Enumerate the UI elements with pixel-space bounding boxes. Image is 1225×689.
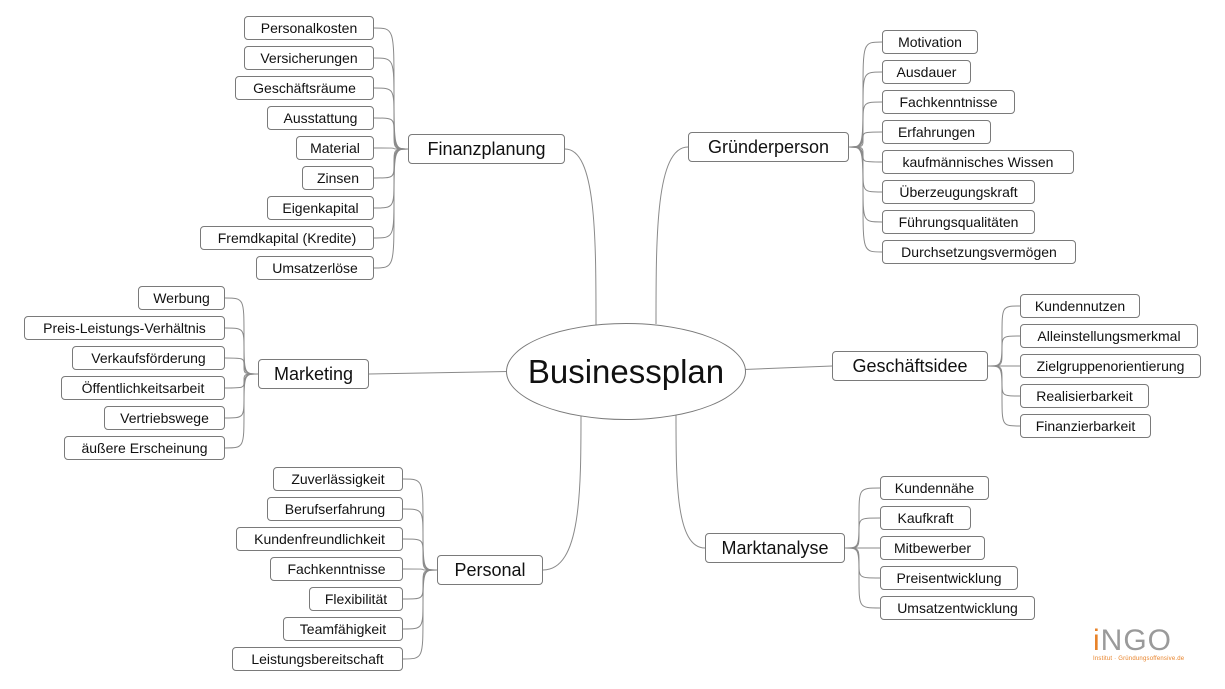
leaf-werbung[interactable]: Werbung <box>138 286 225 310</box>
leaf-flexibilitaet[interactable]: Flexibilität <box>309 587 403 611</box>
link-finanzplanung-leaf-1 <box>373 57 409 150</box>
logo-subtitle: Institut · Gründungsoffensive.de <box>1093 656 1185 662</box>
leaf-zinsen[interactable]: Zinsen <box>302 166 374 190</box>
link-gruenderperson-leaf-0 <box>848 41 883 148</box>
leaf-teamfaehigkeit[interactable]: Teamfähigkeit <box>283 617 403 641</box>
leaf-umsatzentwicklung[interactable]: Umsatzentwicklung <box>880 596 1035 620</box>
ingo-logo: iNGO Institut · Gründungsoffensive.de <box>1093 626 1203 666</box>
link-marketing-leaf-3 <box>224 373 259 389</box>
leaf-kundennaehe[interactable]: Kundennähe <box>880 476 989 500</box>
leaf-zuverlaessigkeit[interactable]: Zuverlässigkeit <box>273 467 403 491</box>
link-personal-leaf-3 <box>402 568 438 571</box>
link-finanzplanung-leaf-8 <box>373 148 409 269</box>
leaf-kaufkraft[interactable]: Kaufkraft <box>880 506 971 530</box>
link-gruenderperson-leaf-1 <box>848 71 883 148</box>
leaf-alleinstellungsmerkmal[interactable]: Alleinstellungsmerkmal <box>1020 324 1198 348</box>
link-marktanalyse-leaf-1 <box>844 517 881 549</box>
leaf-motivation[interactable]: Motivation <box>882 30 978 54</box>
link-finanzplanung-leaf-6 <box>373 148 409 209</box>
leaf-mitbewerber[interactable]: Mitbewerber <box>880 536 985 560</box>
leaf-oeffentlichkeitsarbeit[interactable]: Öffentlichkeitsarbeit <box>61 376 225 400</box>
link-center-marketing <box>368 371 509 375</box>
leaf-kundennutzen[interactable]: Kundennutzen <box>1020 294 1140 318</box>
leaf-personalkosten[interactable]: Personalkosten <box>244 16 374 40</box>
link-geschaeftsidee-leaf-3 <box>987 365 1021 397</box>
link-marktanalyse-leaf-4 <box>844 547 881 609</box>
leaf-durchsetzungsvermoegen[interactable]: Durchsetzungsvermögen <box>882 240 1076 264</box>
link-center-marktanalyse <box>675 413 706 549</box>
leaf-vertriebswege[interactable]: Vertriebswege <box>104 406 225 430</box>
link-geschaeftsidee-leaf-1 <box>987 335 1021 367</box>
link-gruenderperson-leaf-2 <box>848 101 883 148</box>
leaf-finanzierbarkeit[interactable]: Finanzierbarkeit <box>1020 414 1151 438</box>
branch-geschaeftsidee[interactable]: Geschäftsidee <box>832 351 988 381</box>
leaf-preis-leistungs-verhaeltnis[interactable]: Preis-Leistungs-Verhältnis <box>24 316 225 340</box>
leaf-zielgruppenorientierung[interactable]: Zielgruppenorientierung <box>1020 354 1201 378</box>
leaf-fachkenntnisse-gruender[interactable]: Fachkenntnisse <box>882 90 1015 114</box>
link-marketing-leaf-5 <box>224 373 259 449</box>
leaf-ueberzeugungskraft[interactable]: Überzeugungskraft <box>882 180 1035 204</box>
leaf-eigenkapital[interactable]: Eigenkapital <box>267 196 374 220</box>
link-center-geschaeftsidee <box>743 365 833 370</box>
leaf-kaufmaennisches-wissen[interactable]: kaufmännisches Wissen <box>882 150 1074 174</box>
branch-personal[interactable]: Personal <box>437 555 543 585</box>
link-geschaeftsidee-leaf-4 <box>987 365 1021 427</box>
link-center-gruenderperson <box>655 146 689 325</box>
link-gruenderperson-leaf-6 <box>848 146 883 223</box>
link-gruenderperson-leaf-5 <box>848 146 883 193</box>
leaf-fuehrungsqualitaeten[interactable]: Führungsqualitäten <box>882 210 1035 234</box>
leaf-ausdauer[interactable]: Ausdauer <box>882 60 971 84</box>
leaf-geschaeftsraeume[interactable]: Geschäftsräume <box>235 76 374 100</box>
center-node[interactable]: Businessplan <box>506 323 746 420</box>
link-center-personal <box>542 411 582 571</box>
link-gruenderperson-leaf-3 <box>848 131 883 148</box>
leaf-preisentwicklung[interactable]: Preisentwicklung <box>880 566 1018 590</box>
branch-marketing[interactable]: Marketing <box>258 359 369 389</box>
link-personal-leaf-0 <box>402 478 438 571</box>
branch-gruenderperson[interactable]: Gründerperson <box>688 132 849 162</box>
leaf-kundenfreundlichkeit[interactable]: Kundenfreundlichkeit <box>236 527 403 551</box>
link-marketing-leaf-0 <box>224 297 259 375</box>
link-gruenderperson-leaf-4 <box>848 146 883 163</box>
leaf-aeussere-erscheinung[interactable]: äußere Erscheinung <box>64 436 225 460</box>
leaf-versicherungen[interactable]: Versicherungen <box>244 46 374 70</box>
leaf-umsatzerloese[interactable]: Umsatzerlöse <box>256 256 374 280</box>
leaf-material[interactable]: Material <box>296 136 374 160</box>
link-personal-leaf-6 <box>402 569 438 660</box>
link-marketing-leaf-1 <box>224 327 259 375</box>
link-center-finanzplanung <box>564 148 597 326</box>
leaf-ausstattung[interactable]: Ausstattung <box>267 106 374 130</box>
branch-finanzplanung[interactable]: Finanzplanung <box>408 134 565 164</box>
link-finanzplanung-leaf-7 <box>373 148 409 239</box>
link-gruenderperson-leaf-7 <box>848 146 883 253</box>
link-personal-leaf-2 <box>402 538 438 571</box>
logo-wordmark: iNGO <box>1093 624 1173 657</box>
leaf-realisierbarkeit[interactable]: Realisierbarkeit <box>1020 384 1149 408</box>
link-marketing-leaf-4 <box>224 373 259 419</box>
link-personal-leaf-4 <box>402 569 438 600</box>
leaf-fremdkapital[interactable]: Fremdkapital (Kredite) <box>200 226 374 250</box>
link-personal-leaf-5 <box>402 569 438 630</box>
leaf-leistungsbereitschaft[interactable]: Leistungsbereitschaft <box>232 647 403 671</box>
link-finanzplanung-leaf-4 <box>373 147 409 150</box>
leaf-verkaufsfoerderung[interactable]: Verkaufsförderung <box>72 346 225 370</box>
branch-marktanalyse[interactable]: Marktanalyse <box>705 533 845 563</box>
link-marketing-leaf-2 <box>224 357 259 375</box>
leaf-erfahrungen[interactable]: Erfahrungen <box>882 120 991 144</box>
link-marktanalyse-leaf-3 <box>844 547 881 579</box>
link-finanzplanung-leaf-3 <box>373 117 409 150</box>
leaf-fachkenntnisse-personal[interactable]: Fachkenntnisse <box>270 557 403 581</box>
leaf-berufserfahrung[interactable]: Berufserfahrung <box>267 497 403 521</box>
link-finanzplanung-leaf-5 <box>373 148 409 179</box>
